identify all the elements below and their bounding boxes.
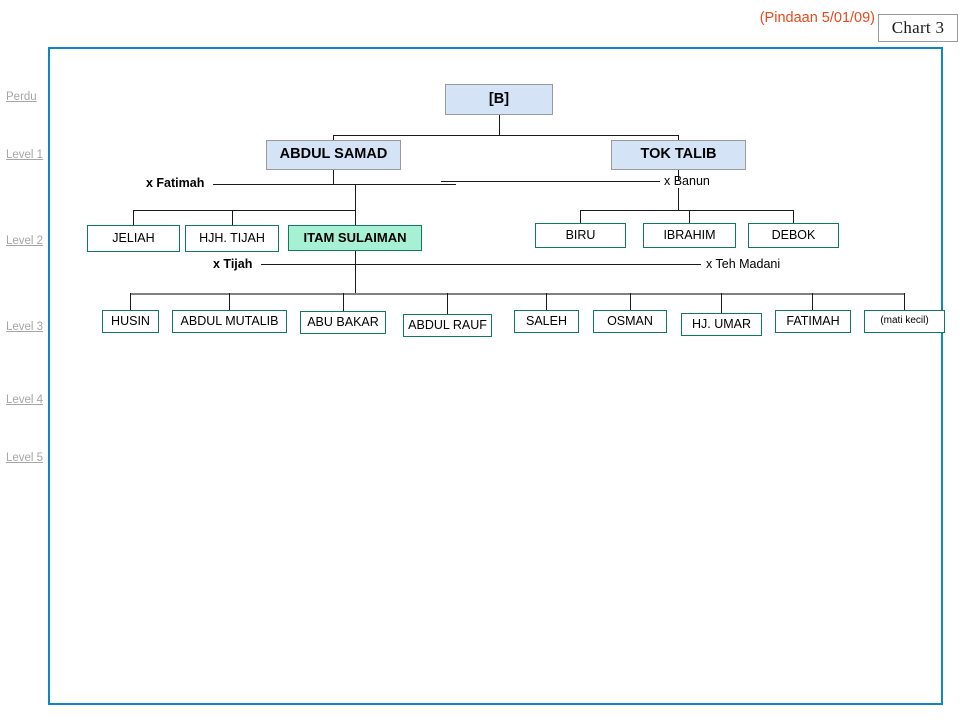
connector-tijah-drop xyxy=(355,264,356,293)
connector-itam-stem xyxy=(355,251,356,264)
connector-level2-right-bar xyxy=(580,210,794,211)
connector-tijah-bar xyxy=(261,264,701,265)
connector-level3-drop-4 xyxy=(447,293,448,315)
rail-label-level-1: Level 1 xyxy=(6,149,44,161)
node-osman[interactable]: OSMAN xyxy=(593,310,667,333)
node-mati-kecil[interactable]: (mati kecil) xyxy=(864,310,945,333)
rail-label-level-3: Level 3 xyxy=(6,321,44,333)
connector-fatimah-drop xyxy=(355,184,356,224)
rail-label-level-5: Level 5 xyxy=(6,452,44,464)
node-hjh-tijah[interactable]: HJH. TIJAH xyxy=(185,225,279,252)
connector-level2-left-bar xyxy=(133,210,356,211)
chart-frame xyxy=(48,47,943,705)
connector-level3-drop-6 xyxy=(630,293,631,311)
node-saleh[interactable]: SALEH xyxy=(514,310,579,333)
connector-fatimah-bar xyxy=(213,184,456,185)
node-tok-talib[interactable]: TOK TALIB xyxy=(611,140,746,170)
node-biru[interactable]: BIRU xyxy=(535,223,626,248)
connector-toktalib-stem xyxy=(678,170,679,181)
node-root-b[interactable]: [B] xyxy=(445,84,553,115)
node-jeliah[interactable]: JELIAH xyxy=(87,225,180,252)
connector-level1-drop-1 xyxy=(333,135,334,140)
node-abdul-mutalib[interactable]: ABDUL MUTALIB xyxy=(172,310,287,333)
revision-note: (Pindaan 5/01/09) xyxy=(759,10,875,26)
connector-level3-drop-2 xyxy=(229,293,230,311)
node-debok[interactable]: DEBOK xyxy=(748,223,839,248)
connector-level3-drop-3 xyxy=(343,293,344,311)
connector-level3-drop-5 xyxy=(546,293,547,311)
connector-level2-left-drop-1 xyxy=(133,210,134,225)
connector-level1-bar xyxy=(333,135,679,136)
spouse-label-teh-madani: x Teh Madani xyxy=(706,257,781,271)
connector-samad-stem xyxy=(333,170,334,184)
node-abdul-samad[interactable]: ABDUL SAMAD xyxy=(266,140,401,170)
connector-level3-bar xyxy=(130,293,905,295)
connector-level3-drop-1 xyxy=(130,293,131,311)
node-ibrahim[interactable]: IBRAHIM xyxy=(643,223,736,248)
connector-root-stem xyxy=(499,115,500,136)
node-itam-sulaiman[interactable]: ITAM SULAIMAN xyxy=(288,225,422,251)
connector-level1-drop-2 xyxy=(678,135,679,140)
spouse-label-tijah: x Tijah xyxy=(213,257,253,271)
node-hj-umar[interactable]: HJ. UMAR xyxy=(681,313,762,336)
node-abu-bakar[interactable]: ABU BAKAR xyxy=(300,311,386,334)
spouse-label-fatimah: x Fatimah xyxy=(146,176,205,190)
node-abdul-rauf[interactable]: ABDUL RAUF xyxy=(403,314,492,337)
node-husin[interactable]: HUSIN xyxy=(102,310,159,333)
connector-level3-drop-8 xyxy=(812,293,813,311)
connector-level3-drop-9 xyxy=(904,293,905,311)
connector-banun-drop xyxy=(678,188,679,210)
rail-label-level-4: Level 4 xyxy=(6,394,44,406)
spouse-label-banun: x Banun xyxy=(664,174,710,188)
connector-level2-right-drop-1 xyxy=(580,210,581,223)
connector-level2-right-drop-2 xyxy=(689,210,690,223)
connector-level3-drop-7 xyxy=(721,293,722,314)
node-fatimah[interactable]: FATIMAH xyxy=(775,310,851,333)
connector-level2-left-drop-3 xyxy=(355,210,356,225)
rail-label-level-2: Level 2 xyxy=(6,235,44,247)
rail-label-perdu: Perdu xyxy=(6,91,37,103)
connector-banun-bar xyxy=(441,181,660,182)
connector-level2-right-drop-3 xyxy=(793,210,794,223)
chart-title-badge: Chart 3 xyxy=(878,14,958,42)
connector-level2-left-drop-2 xyxy=(232,210,233,225)
